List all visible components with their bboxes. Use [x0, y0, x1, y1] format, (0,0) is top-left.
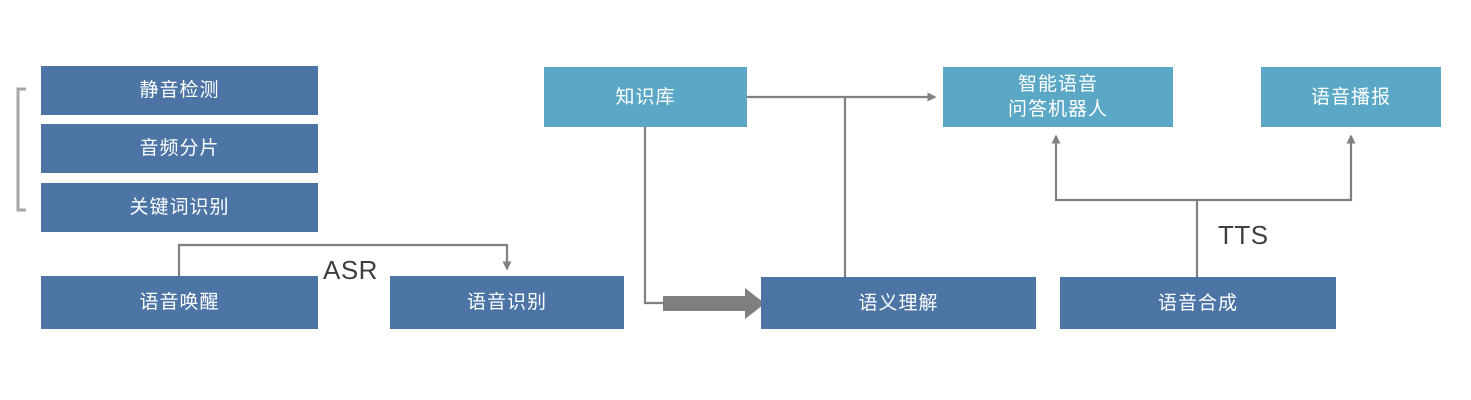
node-speech-recognition[interactable]: 语音识别	[390, 276, 624, 329]
edge-wakeup-to-recognition	[177, 243, 512, 276]
thick-arrow-glyph	[663, 288, 765, 319]
node-keyword-spotting[interactable]: 关键词识别	[41, 183, 318, 232]
node-label: 智能语音 问答机器人	[1007, 74, 1108, 120]
node-voice-broadcast[interactable]: 语音播报	[1261, 67, 1441, 127]
node-qa-robot[interactable]: 智能语音 问答机器人	[943, 67, 1173, 127]
edge-synthesis-to-robot-and-broadcast	[1051, 134, 1356, 277]
node-label: 知识库	[615, 86, 676, 108]
node-label: 语音播报	[1310, 86, 1391, 108]
node-audio-segmentation[interactable]: 音频分片	[41, 124, 318, 173]
node-speech-synthesis[interactable]: 语音合成	[1060, 277, 1336, 329]
group-bracket	[16, 87, 26, 212]
node-label: 语音唤醒	[139, 292, 220, 313]
node-label: 音频分片	[139, 138, 220, 159]
node-label: 关键词识别	[129, 197, 230, 218]
node-voice-wakeup[interactable]: 语音唤醒	[41, 276, 318, 329]
node-label: 语义理解	[858, 292, 939, 314]
edge-label-tts: TTS	[1218, 220, 1269, 250]
node-silence-detection[interactable]: 静音检测	[41, 66, 318, 115]
node-label: 语音识别	[466, 292, 547, 313]
edge-label-asr: ASR	[323, 255, 378, 285]
node-semantic-understanding[interactable]: 语义理解	[761, 277, 1036, 329]
edge-kb-to-semantic	[643, 127, 765, 319]
node-knowledge-base[interactable]: 知识库	[544, 67, 747, 127]
node-label: 语音合成	[1157, 292, 1238, 314]
node-label: 静音检测	[139, 80, 220, 101]
